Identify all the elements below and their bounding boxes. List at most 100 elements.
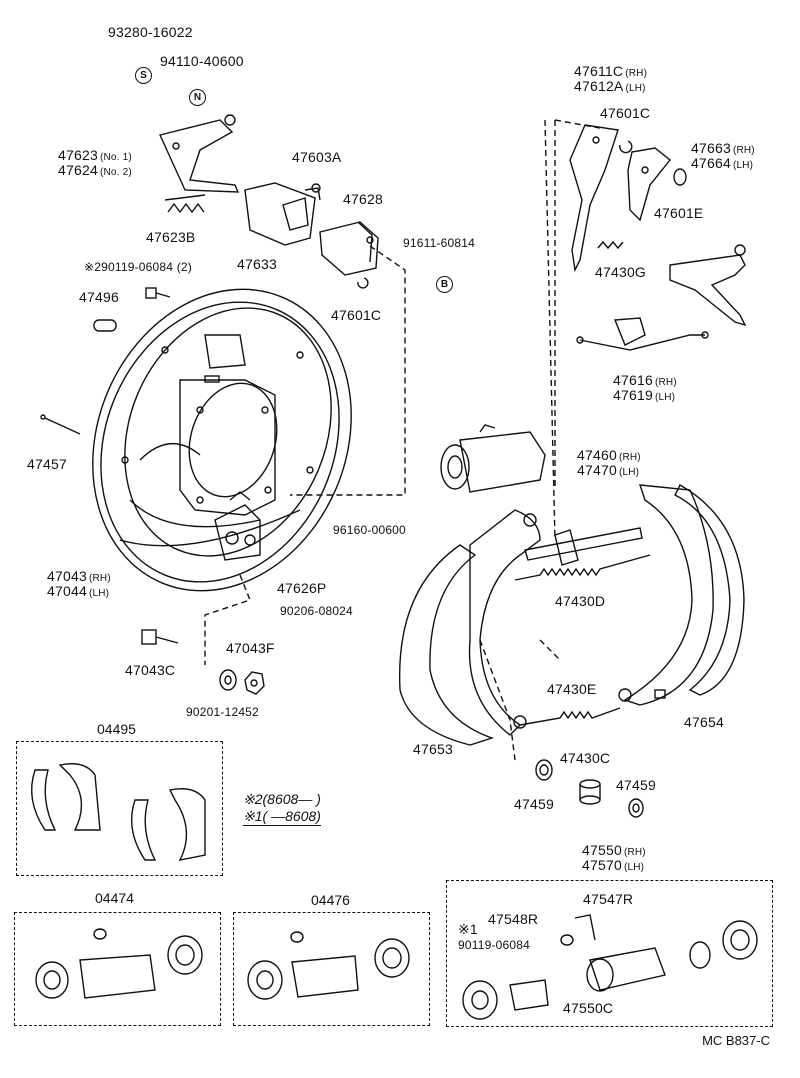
label-47550C: 47550C [563,1000,614,1016]
label-04474: 04474 [95,890,134,906]
spring-47430G [597,240,624,250]
part-no: 47612A [574,78,624,94]
label-04476: 04476 [311,892,350,908]
label-04495: 04495 [97,721,136,737]
label-47628: 47628 [343,191,383,207]
part-no: 47663 [691,140,731,156]
label-47601C-b: 47601C [600,105,651,121]
label-47626P: 47626P [277,580,327,596]
adjuster-47460 [524,527,643,566]
qualifier: (LH) [732,160,754,171]
qualifier: (LH) [88,588,110,599]
label-47043F: 47043F [226,640,275,656]
qualifier: (LH) [654,392,676,403]
label-47664: 47664(LH) [691,156,753,173]
bracket-plate [669,244,747,327]
kit-box-04495 [16,741,223,876]
cylinder-kit-04476 [247,931,410,1000]
part-no: 47624 [58,162,98,178]
qualifier: (RH) [618,452,641,463]
spring-47623B [164,194,206,214]
spring-47430E [519,707,621,726]
part-no: 47619 [613,387,653,403]
c-clip-47601C-b [619,140,633,154]
qualifier: (RH) [654,377,677,388]
qualifier: (LH) [623,862,645,873]
backing-plate [92,288,352,592]
spring-47430D [514,554,651,581]
label-47044: 47044(LH) [47,584,109,601]
label-47430E: 47430E [547,681,597,697]
label-47570: 47570(LH) [582,858,644,875]
label-47496: 47496 [79,289,119,305]
label-91611: 91611-60814 [403,236,476,250]
label-47430G: 47430G [595,264,647,280]
label-47043: 47043(RH) [47,569,111,586]
part-no: 47611C [574,63,624,79]
part-no: 47470 [577,462,617,478]
label-93280: 93280-16022 [108,24,193,40]
qualifier: (RH) [88,573,111,584]
adjust-lever-47663 [627,147,671,222]
qualifier: (RH) [623,847,646,858]
bolt-47043C [141,629,179,645]
label-96160: 96160-00600 [333,523,406,537]
qualifier: (LH) [625,83,646,94]
part-no: 47044 [47,583,87,599]
label-90119: ※290119-06084 (2) [84,260,192,274]
shoe-kit-04495 [30,763,206,861]
note-line-2: ※2(8608— ) [243,791,321,807]
label-47547R: 47547R [583,891,634,907]
label-47470: 47470(LH) [577,463,639,480]
bellcrank-47628 [319,221,379,276]
label-47654: 47654 [684,714,724,730]
part-no: 47664 [691,155,731,171]
label-47623B: 47623B [146,229,196,245]
brake-shoe-47653 [398,509,541,746]
brake-shoe-47654 [618,484,745,706]
wheel-cylinder [440,424,546,493]
label-47457: 47457 [27,456,67,472]
cable-47616 [576,317,709,351]
washer-90201 [219,669,237,691]
label-94110: 94110-40600 [160,53,244,69]
retainer-47459-a [535,759,553,781]
qualifier: (No. 1) [99,152,132,163]
label-47459-b: 47459 [616,777,656,793]
label-47601C-a: 47601C [331,307,382,323]
label-47550: 47550(RH) [582,843,646,860]
part-no: 47570 [582,857,622,873]
retainer-47459-b [628,798,644,818]
kit-box-47550 [446,880,773,1027]
qualifier: (LH) [618,467,640,478]
label-47459-a: 47459 [514,796,554,812]
diagram-code: MC B837-C [702,1033,770,1048]
nut-47043F [244,671,265,695]
qualifier: (RH) [732,145,755,156]
n-symbol-icon: N [189,89,206,106]
kit-box-04476 [233,912,430,1026]
label-47460: 47460(RH) [577,448,641,465]
label-47611C: 47611C(RH) [574,64,647,81]
dashed-leaders [204,119,601,761]
label-47548R: 47548R [488,911,539,927]
s-symbol-icon: S [135,67,152,84]
period-note: ※2(8608— ) ※1( —8608) [243,791,321,826]
label-90201: 90201-12452 [186,705,259,719]
label-90206: 90206-08024 [280,604,353,618]
bellcrank-lever [159,114,240,193]
c-clip-47601C [357,277,369,289]
label-47430D: 47430D [555,593,606,609]
label-47663: 47663(RH) [691,141,755,158]
bellcrank-body-47633 [244,182,321,246]
qualifier: (RH) [625,68,648,79]
part-no: 47623 [58,147,98,163]
plug-47496 [93,319,117,332]
part-no: 47616 [613,372,653,388]
spring-47430C [579,779,601,805]
pin-47457 [40,414,81,435]
label-47653: 47653 [413,741,453,757]
bolt [145,287,171,299]
note-line-1: ※1( —8608) [243,808,321,826]
